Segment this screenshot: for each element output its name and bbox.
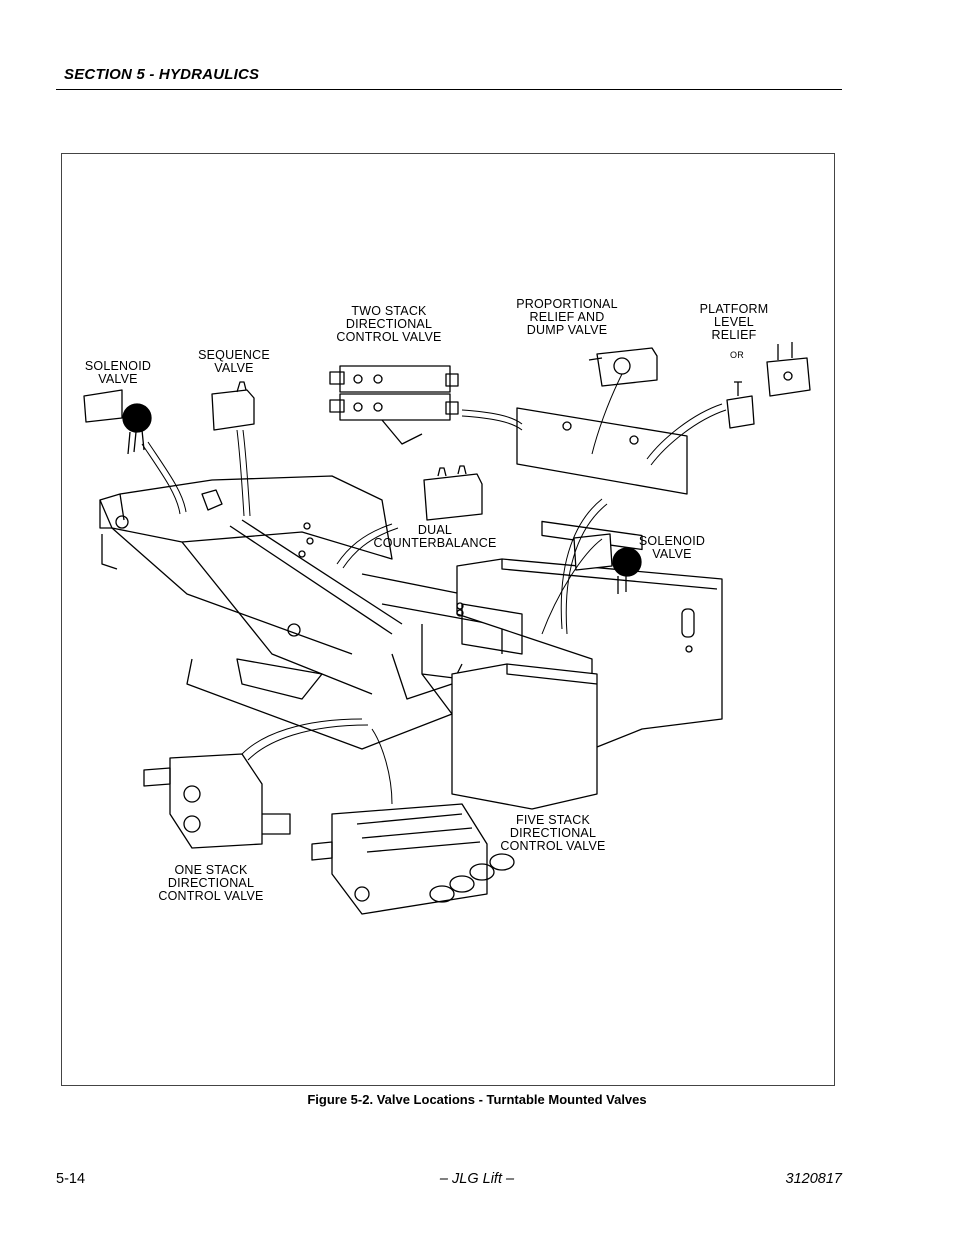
proportional-relief-drawing	[516, 347, 688, 551]
header-rule	[56, 89, 842, 90]
label-or: OR	[730, 350, 744, 360]
one-stack-valve-drawing	[143, 753, 291, 849]
solenoid-valve-right-drawing	[573, 533, 642, 594]
counterweight	[451, 558, 723, 810]
two-stack-valve-drawing	[329, 365, 459, 445]
leader-lines	[141, 373, 727, 805]
label-sequence-valve: SEQUENCE VALVE	[198, 348, 270, 375]
label-solenoid-valve-left: SOLENOID VALVE	[84, 359, 152, 386]
turntable-frame	[99, 475, 523, 750]
dual-counterbalance-drawing	[423, 465, 483, 521]
document-number: 3120817	[785, 1171, 842, 1187]
footer-title: – JLG Lift –	[439, 1171, 515, 1187]
label-two-stack-valve: TWO STACK DIRECTIONAL CONTROL VALVE	[336, 304, 442, 344]
platform-level-relief-drawing	[726, 342, 811, 429]
label-platform-level-relief: PLATFORM LEVEL RELIEF	[699, 302, 769, 342]
sequence-valve-drawing	[211, 381, 255, 431]
page-number: 5-14	[56, 1171, 86, 1187]
figure-caption: Figure 5-2. Valve Locations - Turntable …	[307, 1092, 647, 1107]
turntable-valve-illustration	[83, 342, 811, 915]
section-title: SECTION 5 - HYDRAULICS	[64, 66, 260, 83]
figure-frame: SOLENOID VALVE SEQUENCE VALVE TWO STACK …	[61, 153, 835, 1086]
label-proportional-relief: PROPORTIONAL RELIEF AND DUMP VALVE	[516, 297, 618, 337]
label-five-stack-valve: FIVE STACK DIRECTIONAL CONTROL VALVE	[500, 813, 606, 853]
label-one-stack-valve: ONE STACK DIRECTIONAL CONTROL VALVE	[158, 863, 264, 903]
solenoid-valve-left-drawing	[83, 389, 152, 455]
label-dual-counterbalance: DUAL COUNTERBALANCE	[373, 523, 497, 550]
label-solenoid-valve-right: SOLENOID VALVE	[638, 534, 706, 561]
five-stack-valve-drawing	[311, 803, 515, 915]
